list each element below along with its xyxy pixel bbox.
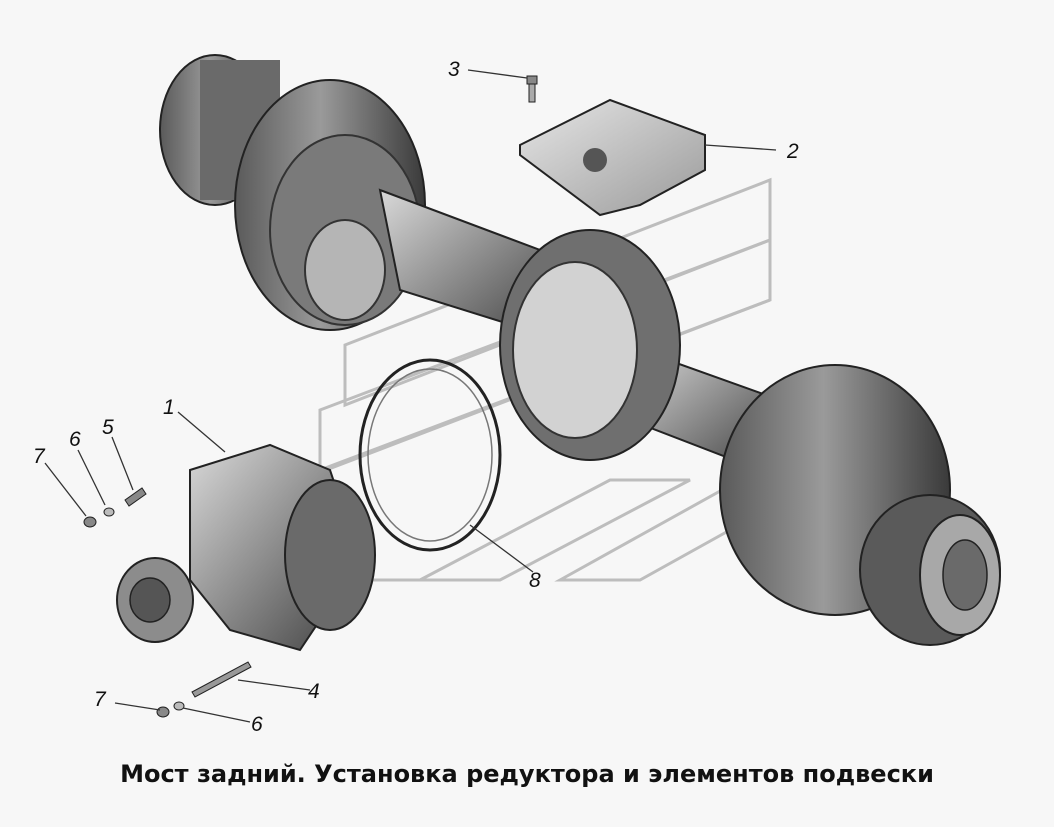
right-wheel-hub (719, 364, 1001, 646)
washer-top (103, 507, 115, 517)
callout-4: 4 (308, 680, 320, 703)
gasket (358, 358, 502, 552)
nut-top (83, 516, 97, 528)
callout-6-top: 6 (69, 428, 81, 451)
nut-bottom (156, 706, 170, 718)
callout-6-bottom: 6 (251, 713, 263, 736)
callout-7-bottom: 7 (94, 688, 106, 711)
callout-3: 3 (448, 58, 460, 81)
spring-bracket (519, 98, 706, 217)
left-wheel-hub (159, 54, 426, 331)
callout-5: 5 (102, 416, 114, 439)
axle-housing-banjo (499, 229, 681, 461)
callout-7-top: 7 (33, 445, 45, 468)
stud (124, 487, 147, 507)
bolt (526, 75, 538, 103)
leader-lines (44, 69, 777, 723)
reducer (116, 443, 376, 652)
diagram-caption: Мост задний. Установка редуктора и элеме… (120, 760, 934, 788)
callout-8: 8 (529, 569, 541, 592)
pin (191, 661, 252, 698)
washer-bottom (173, 701, 185, 711)
callout-1: 1 (163, 396, 175, 419)
callout-2: 2 (787, 140, 799, 163)
